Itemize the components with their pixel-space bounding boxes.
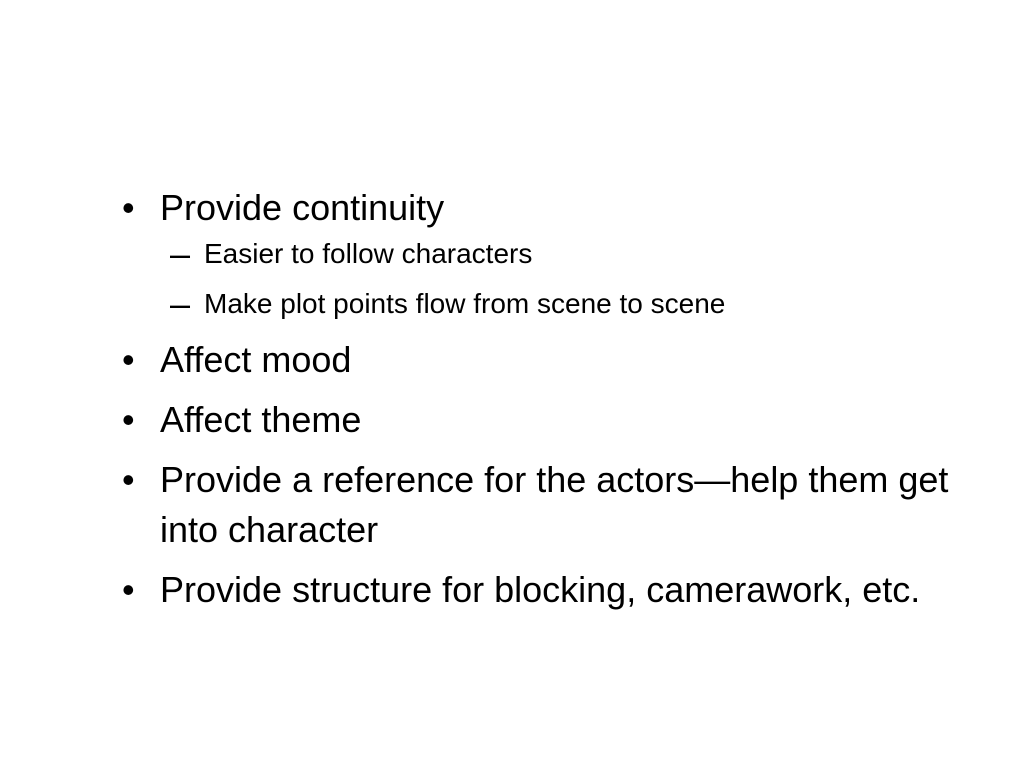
bullet-marker: • <box>122 459 135 500</box>
bullet-item: • Provide continuity – Easier to follow … <box>118 183 958 323</box>
sub-bullet-item: – Make plot points flow from scene to sc… <box>160 285 958 323</box>
bullet-item: • Affect theme <box>118 395 958 445</box>
bullet-marker: • <box>122 569 135 610</box>
bullet-item: • Provide structure for blocking, camera… <box>118 565 958 615</box>
bullet-text: Affect mood <box>160 339 352 380</box>
bullet-text: Provide a reference for the actors—help … <box>160 459 949 550</box>
bullet-text: Provide continuity <box>160 187 445 228</box>
bullet-text: Provide structure for blocking, camerawo… <box>160 569 921 610</box>
bullet-text: Affect theme <box>160 399 362 440</box>
sub-bullet-text: Make plot points flow from scene to scen… <box>204 288 726 319</box>
bullet-item: • Affect mood <box>118 335 958 385</box>
sub-bullet-item: – Easier to follow characters <box>160 235 958 273</box>
bullet-marker: • <box>122 399 135 440</box>
sub-bullet-marker: – <box>170 283 191 324</box>
bullet-marker: • <box>122 187 135 228</box>
bullet-item: • Provide a reference for the actors—hel… <box>118 455 958 555</box>
sub-bullet-list: – Easier to follow characters – Make plo… <box>160 235 958 323</box>
sub-bullet-text: Easier to follow characters <box>204 238 533 269</box>
sub-bullet-marker: – <box>170 233 191 274</box>
bullet-marker: • <box>122 339 135 380</box>
bullet-list: • Provide continuity – Easier to follow … <box>118 183 958 625</box>
